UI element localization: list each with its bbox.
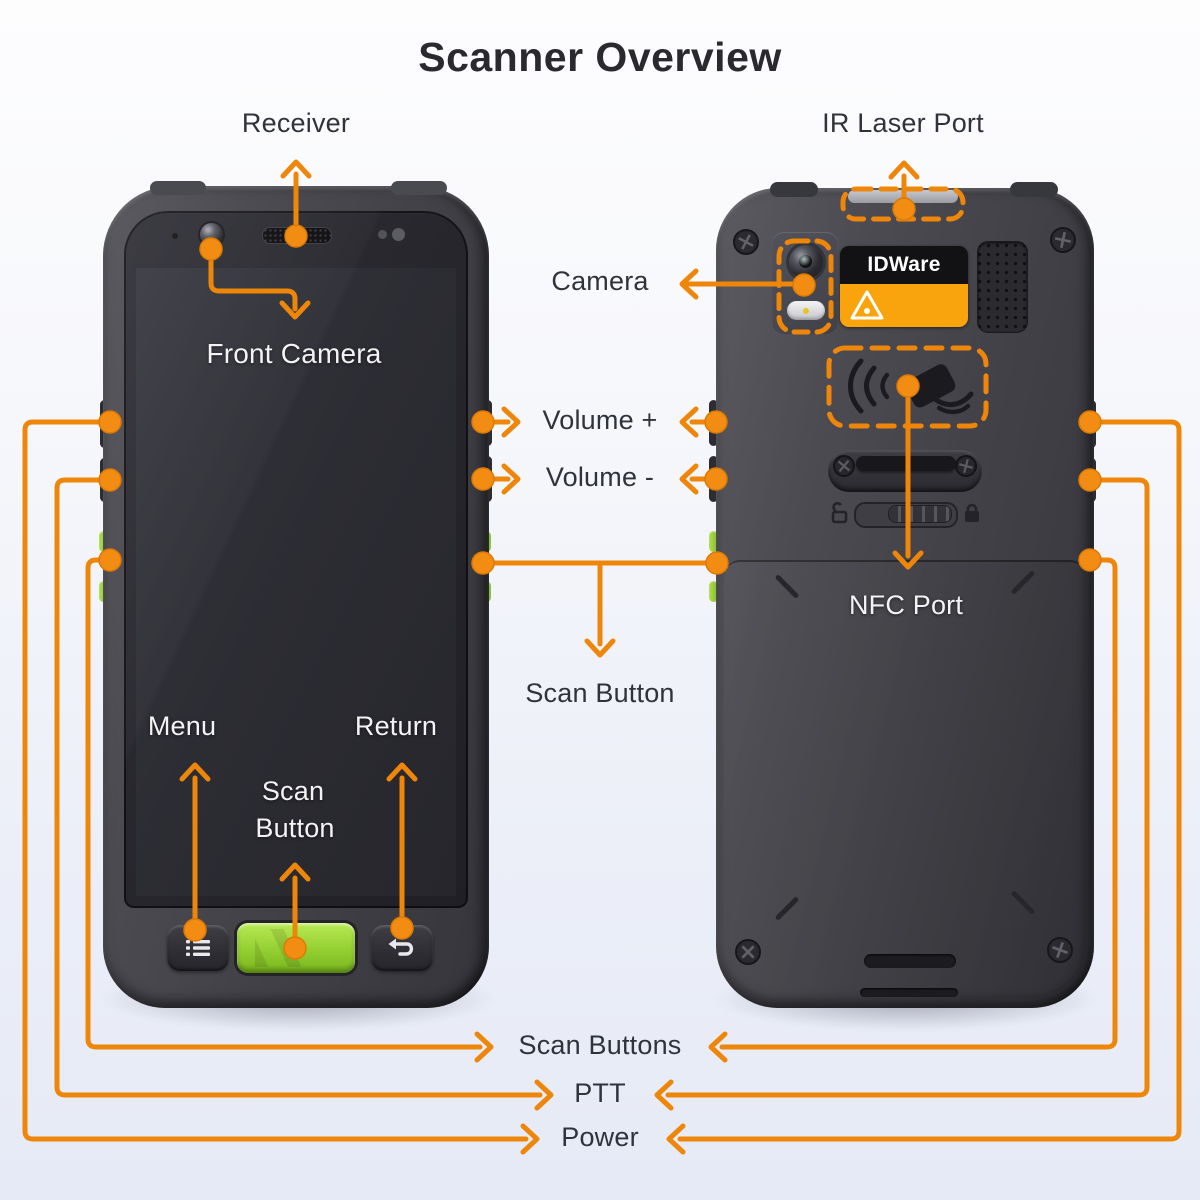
return-arrow-icon [388,938,414,956]
top-bumper [391,181,447,195]
scan-button-side-callout [480,560,720,658]
screw-icon [1050,227,1076,253]
flash-icon [787,301,825,320]
unlock-icon [831,502,848,524]
battery-cover [724,560,1086,998]
front-camera-label: Front Camera [206,338,382,369]
battery-latch [854,502,958,528]
nfc-port-label: NFC Port [848,590,964,620]
return-label: Return [354,711,438,741]
brand-name: IDWare [840,246,968,284]
ptt-label: PTT [574,1078,626,1108]
warning-strip [840,284,968,327]
return-button [371,925,433,971]
scan-key [237,923,355,973]
screw-icon [733,229,759,255]
screw-icon [1047,937,1073,963]
rear-speaker-grille [977,241,1028,333]
scan-key-label-line2: Button [255,813,335,843]
scan-key-label-line1: Scan [261,776,325,806]
latch-slider [888,505,952,523]
hand-strap-mount [828,450,982,492]
warning-triangle-icon [850,290,884,320]
page-title: Scanner Overview [418,34,782,80]
scan-buttons-label: Scan Buttons [518,1030,682,1060]
top-bumper [1010,182,1058,197]
light-sensor-icon [378,230,387,239]
volume-minus-label: Volume - [545,462,655,492]
light-sensor-icon [392,228,405,241]
menu-button [167,925,229,971]
top-bumper [770,182,818,197]
proximity-sensor-icon [172,233,178,239]
nfc-contactless-icon [848,358,974,415]
menu-label: Menu [147,711,217,741]
volume-plus-label: Volume + [542,405,658,435]
receiver-speaker [262,227,332,244]
ir-laser-port-slot [848,190,958,203]
menu-icon [186,940,210,956]
bottom-speaker-slot [864,954,956,968]
rear-camera-module [772,232,838,334]
scan-button-side-label: Scan Button [525,678,675,708]
brand-label: IDWare [840,246,968,327]
front-camera-lens [200,223,223,246]
screw-icon [735,939,761,965]
camera-label: Camera [551,266,649,296]
power-label: Power [561,1122,639,1152]
receiver-label: Receiver [241,108,351,138]
lock-icon [965,503,979,522]
top-bumper [150,181,206,195]
scanner-front-view [103,181,489,1008]
strap-bar [856,456,956,471]
rear-camera-lens [789,245,823,279]
screw-icon [955,455,977,477]
bottom-speaker-slot [860,988,958,997]
ir-laser-port-label: IR Laser Port [822,108,984,138]
screw-icon [833,455,855,477]
